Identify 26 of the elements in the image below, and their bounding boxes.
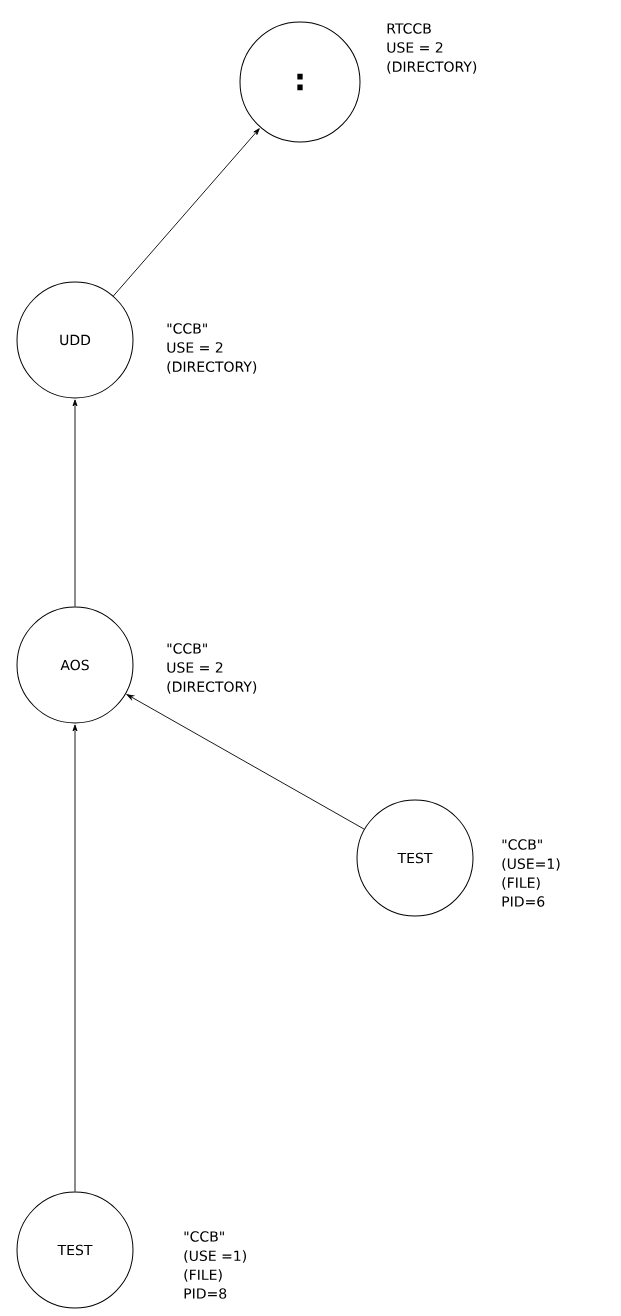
- node-caption: PID=6: [502, 896, 545, 907]
- node-caption: PID=8: [184, 1288, 227, 1299]
- circle-node: :: [239, 21, 361, 143]
- node-caption: "CCB": [184, 1231, 224, 1242]
- node-caption: (FILE): [184, 1269, 222, 1282]
- arrow: [72, 399, 78, 607]
- arrow: [113, 128, 260, 297]
- node-caption: USE = 2: [167, 662, 223, 673]
- node-caption: (DIRECTORY): [387, 61, 477, 74]
- node-caption: USE = 2: [167, 342, 223, 353]
- circle-node: TEST: [356, 799, 474, 917]
- node-caption: USE = 2: [387, 42, 443, 53]
- circle-node: AOS: [16, 606, 134, 724]
- node-caption: "CCB": [167, 323, 207, 334]
- node-caption: (USE =1): [184, 1250, 246, 1263]
- node-caption: "CCB": [502, 839, 542, 850]
- node-caption: (FILE): [502, 877, 540, 890]
- arrow: [72, 724, 78, 1192]
- arrow: [126, 694, 365, 830]
- node-caption: (DIRECTORY): [167, 681, 257, 694]
- node-caption: "CCB": [167, 643, 207, 654]
- node-caption: (USE=1): [502, 858, 560, 871]
- circle-node: UDD: [16, 281, 134, 399]
- node-caption: (DIRECTORY): [167, 361, 257, 374]
- node-caption: RTCCB: [387, 23, 431, 34]
- circle-node: TEST: [16, 1191, 134, 1309]
